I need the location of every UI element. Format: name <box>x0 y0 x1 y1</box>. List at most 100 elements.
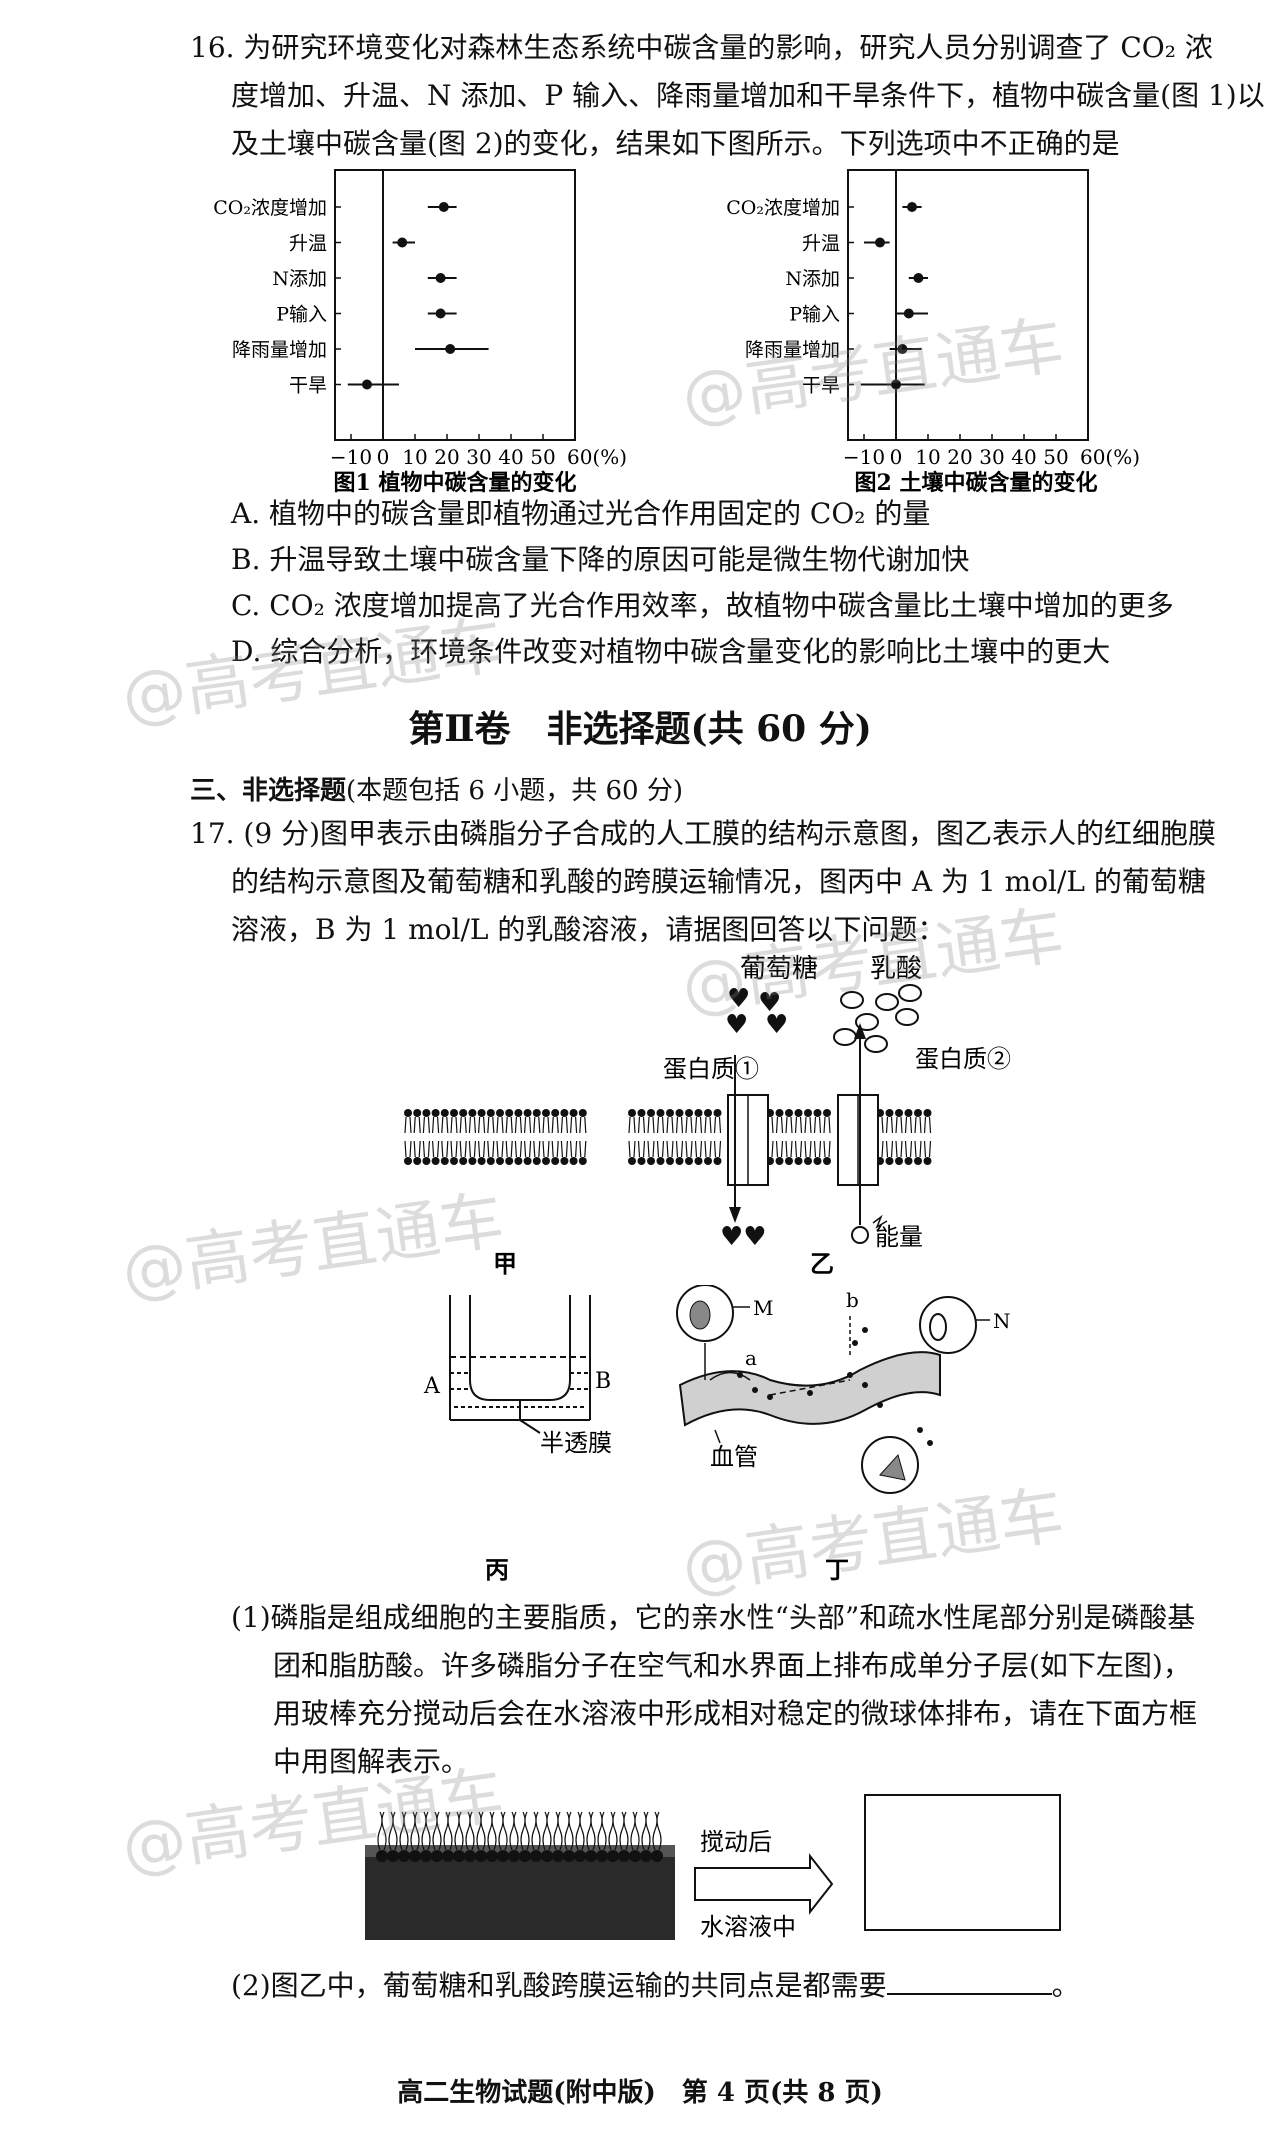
x-tick-label: −10 <box>330 445 372 469</box>
section-heading-label: 三、非选择题 <box>190 776 347 806</box>
data-point <box>435 308 446 319</box>
q17-p1-line-1: (1)磷脂是组成细胞的主要脂质，它的亲水性“头部”和疏水性尾部分别是磷酸基 <box>231 1601 1196 1634</box>
fig-bing-label: 丙 <box>485 1555 509 1584</box>
artificial-bilayer <box>404 1109 587 1165</box>
category-label: P输入 <box>789 304 840 326</box>
category-label: 降雨量增加 <box>745 339 840 361</box>
label-a-small: a <box>745 1346 757 1370</box>
x-tick-label: 10 <box>915 445 940 469</box>
option-c: C. CO₂ 浓度增加提高了光合作用效率，故植物中碳含量比土壤中增加的更多 <box>231 589 1174 622</box>
x-tick-label: 10 <box>402 445 427 469</box>
vessel-label: 血管 <box>710 1443 758 1471</box>
q17-line-1: 17. (9 分)图甲表示由磷脂分子合成的人工膜的结构示意图，图乙表示人的红细胞… <box>190 817 1216 850</box>
label-n: N <box>993 1309 1010 1333</box>
answer-blank[interactable] <box>886 1967 1052 1995</box>
label-a: A <box>423 1374 441 1399</box>
svg-text:♥: ♥ <box>765 1010 788 1040</box>
category-label: 升温 <box>802 233 840 255</box>
stir-arrow <box>694 1853 834 1915</box>
plot-frame <box>847 169 1089 441</box>
x-tick-label: 40 <box>1011 445 1036 469</box>
u-tube <box>449 1295 591 1434</box>
svg-text:♥: ♥ <box>758 988 781 1018</box>
q17-p2-text: (2)图乙中，葡萄糖和乳酸跨膜运输的共同点是都需要 <box>231 1969 887 2002</box>
lactic-molecules <box>833 984 922 1053</box>
x-tick-label: −10 <box>843 445 885 469</box>
stir-label-2: 水溶液中 <box>700 1913 796 1941</box>
protein1-label: 蛋白质① <box>663 1055 759 1083</box>
data-point <box>897 344 908 354</box>
q17-p1-line-2: 团和脂肪酸。许多磷脂分子在空气和水界面上排布成单分子层(如下左图)， <box>273 1649 1191 1682</box>
x-tick-label: 60(%) <box>567 445 627 469</box>
x-tick-label: 40 <box>498 445 523 469</box>
x-tick-label: 30 <box>466 445 491 469</box>
label-b: B <box>595 1369 611 1394</box>
data-point <box>913 273 924 283</box>
data-point <box>903 308 914 319</box>
x-tick-label: 50 <box>530 445 555 469</box>
data-point <box>445 344 456 354</box>
q17-p2: (2)图乙中，葡萄糖和乳酸跨膜运输的共同点是都需要 。 <box>231 1966 1080 2006</box>
fig-jia-label: 甲 <box>493 1249 517 1275</box>
plot-frame <box>334 169 576 441</box>
data-point <box>438 202 449 212</box>
fig-ding-label: 丁 <box>825 1555 849 1584</box>
category-label: 干旱 <box>802 375 840 397</box>
phospholipid-monolayer <box>376 1811 663 1862</box>
q17-p1-line-3: 用玻棒充分搅动后会在水溶液中形成相对稳定的微球体排布，请在下面方框 <box>273 1697 1198 1730</box>
q17-p2-end: 。 <box>1051 1969 1080 2002</box>
protein2-label: 蛋白质② <box>915 1045 1010 1073</box>
data-point <box>875 237 885 248</box>
q17-line-2: 的结构示意图及葡萄糖和乳酸的跨膜运输情况，图丙中 A 为 1 mol/L 的葡萄… <box>231 865 1206 898</box>
svg-text:♥: ♥ <box>725 1010 748 1040</box>
stir-label-1: 搅动后 <box>700 1828 772 1856</box>
data-point <box>362 379 372 390</box>
q17-line-3: 溶液，B 为 1 mol/L 的乳酸溶液，请据图回答以下问题： <box>231 913 946 946</box>
x-tick-label: 60(%) <box>1080 445 1140 469</box>
chart-caption: 图2 土壤中碳含量的变化 <box>855 470 1098 495</box>
data-point <box>435 273 446 283</box>
svg-text:♥♥: ♥♥ <box>720 1222 767 1252</box>
chart-caption: 图1 植物中碳含量的变化 <box>334 470 577 495</box>
q16-line-2: 度增加、升温、N 添加、P 输入、降雨量增加和干旱条件下，植物中碳含量(图 1)… <box>231 79 1265 112</box>
category-label: N添加 <box>785 268 840 290</box>
q16-line-1: 16. 为研究环境变化对森林生态系统中碳含量的影响，研究人员分别调查了 CO₂ … <box>190 31 1213 64</box>
section-heading-note: (本题包括 6 小题，共 60 分) <box>346 776 683 806</box>
answer-box[interactable] <box>864 1794 1061 1931</box>
glucose-molecules: ♥ ♥ ♥ ♥ <box>725 984 788 1040</box>
data-point <box>397 237 408 248</box>
membrane-figure: 葡萄糖 乳酸 ♥ ♥ ♥ ♥ 蛋白质① 蛋白质② 能量 ♥♥ 甲 乙 <box>404 954 1010 1275</box>
semi-membrane-label: 半透膜 <box>540 1429 612 1457</box>
category-label: 降雨量增加 <box>232 339 327 361</box>
cell-membrane <box>628 1109 932 1165</box>
data-point <box>907 202 917 212</box>
fig-yi-label: 乙 <box>810 1249 834 1275</box>
energy-label: 能量 <box>875 1223 923 1251</box>
x-tick-label: 20 <box>947 445 972 469</box>
category-label: 干旱 <box>289 375 327 397</box>
glucose-label: 葡萄糖 <box>740 954 818 984</box>
label-m: M <box>753 1296 773 1320</box>
category-label: CO₂浓度增加 <box>213 197 327 219</box>
section-title: 第Ⅱ卷 非选择题(共 60 分) <box>408 708 872 750</box>
data-point <box>891 379 901 390</box>
label-b-small: b <box>846 1288 859 1312</box>
x-tick-label: 30 <box>979 445 1004 469</box>
page-footer: 高二生物试题(附中版) 第 4 页(共 8 页) <box>397 2078 883 2108</box>
option-d: D. 综合分析，环境条件改变对植物中碳含量变化的影响比土壤中的更大 <box>231 635 1111 668</box>
cell-n <box>919 1296 977 1354</box>
x-tick-label: 0 <box>377 445 390 469</box>
category-label: CO₂浓度增加 <box>726 197 840 219</box>
x-tick-label: 50 <box>1043 445 1068 469</box>
option-a: A. 植物中的碳含量即植物通过光合作用固定的 CO₂ 的量 <box>231 497 931 530</box>
x-tick-label: 20 <box>434 445 459 469</box>
experiment-figure: A B 半透膜 丙 M N a b 血管 丁 <box>423 1285 1010 1584</box>
vessel-figure: M N a b 血管 <box>676 1285 1010 1494</box>
category-label: P输入 <box>276 304 327 326</box>
category-label: 升温 <box>289 233 327 255</box>
q16-line-3: 及土壤中碳含量(图 2)的变化，结果如下图所示。下列选项中不正确的是 <box>231 127 1120 160</box>
svg-text:♥: ♥ <box>727 984 750 1014</box>
x-tick-label: 0 <box>890 445 903 469</box>
